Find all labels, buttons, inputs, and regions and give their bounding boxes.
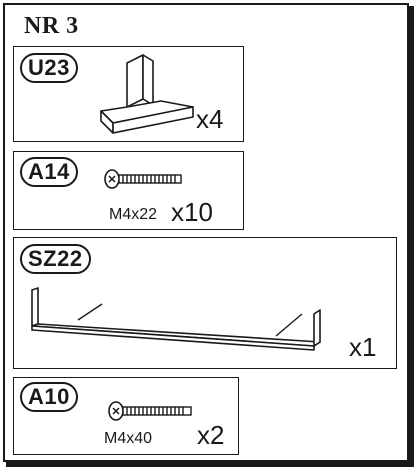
screw-icon [108, 401, 192, 421]
part-box-sz22: SZ22 x1 [13, 237, 397, 369]
part-quantity: x4 [196, 104, 224, 134]
part-code: SZ22 [20, 244, 91, 274]
part-code: A14 [20, 157, 78, 187]
part-size: M4x22 [109, 206, 158, 223]
part-size: M4x40 [104, 430, 153, 447]
part-code: A10 [20, 382, 78, 412]
sheet-title: NR 3 [24, 13, 79, 39]
parts-sheet [3, 3, 409, 462]
part-box-a14: A14 M4x22 x10 [13, 151, 244, 230]
part-box-a10: A10 M4x40 x2 [13, 377, 239, 455]
rail-icon [31, 287, 321, 351]
part-quantity: x10 [171, 197, 213, 227]
sheet-shadow-right [409, 6, 414, 465]
corner-bracket-icon [100, 54, 194, 134]
part-quantity: x1 [349, 332, 377, 362]
sheet-shadow-bottom [6, 462, 414, 467]
part-box-u23: U23 x4 [13, 46, 244, 142]
part-quantity: x2 [197, 420, 225, 450]
screw-icon [104, 169, 182, 189]
part-code: U23 [20, 53, 78, 83]
